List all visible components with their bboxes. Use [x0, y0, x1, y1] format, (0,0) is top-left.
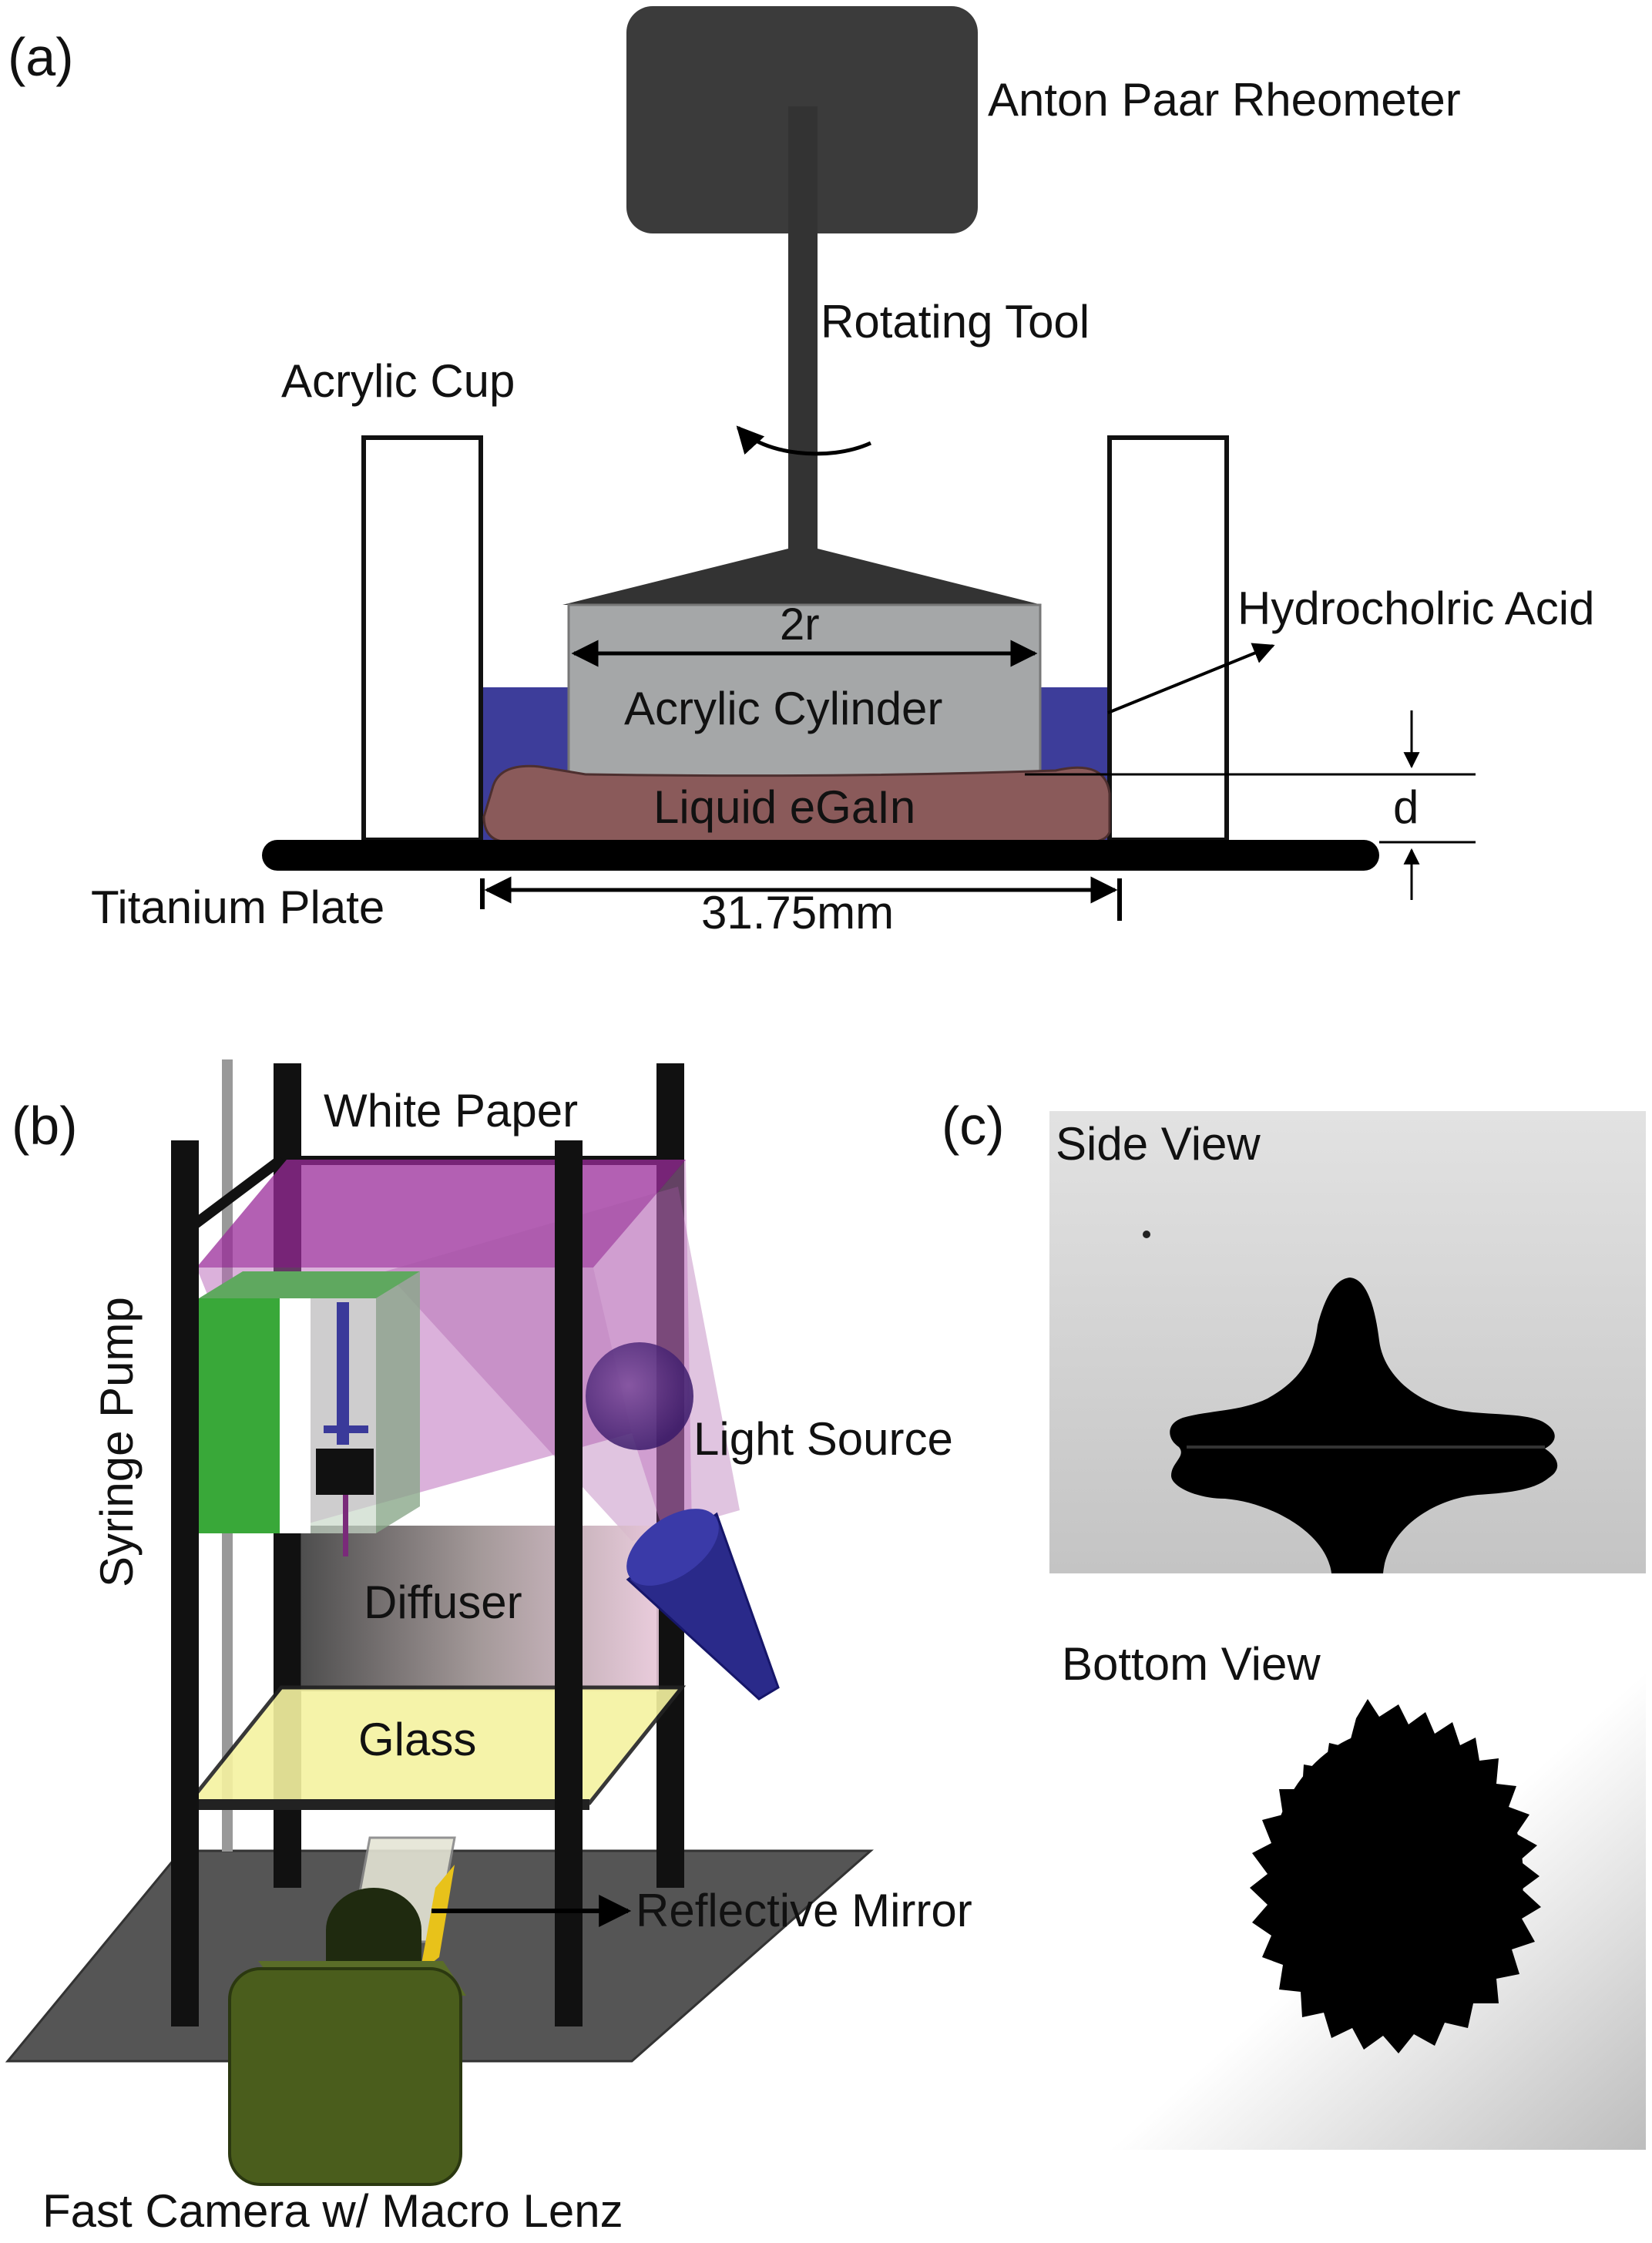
rotation-arrow-icon: [736, 425, 872, 456]
fast-camera-label: Fast Camera w/ Macro Lenz: [42, 2185, 623, 2237]
syringe-body: [337, 1302, 349, 1445]
glass-shelf-front-edge: [189, 1799, 589, 1810]
syringe-pump-block: [316, 1449, 374, 1495]
cylinder-label: Acrylic Cylinder: [624, 683, 942, 734]
panel-b: (b) White Paper Diffuser Glass: [5, 1059, 972, 2237]
fast-camera-body: [228, 1967, 462, 2186]
panel-c-tag: (c): [942, 1096, 1005, 1156]
diffuser-label: Diffuser: [364, 1576, 522, 1628]
panel-c: (c) Side View Bottom View: [942, 1096, 1646, 2150]
syringe-pump-front-green: [199, 1298, 280, 1533]
acrylic-cup-label: Acrylic Cup: [281, 355, 515, 407]
side-view-droplet: [1170, 1278, 1558, 1573]
titanium-plate-label: Titanium Plate: [91, 881, 384, 933]
front-post-left: [171, 1140, 199, 2026]
panel-a: (a) Anton Paar Rheometer Rotating Tool A…: [8, 6, 1595, 939]
gap-label: d: [1393, 781, 1419, 833]
cup-left-wall: [361, 435, 483, 842]
syringe-pump-label: Syringe Pump: [91, 1297, 143, 1587]
syringe-pump-side: [376, 1271, 420, 1533]
bottom-view-label: Bottom View: [1062, 1638, 1321, 1690]
reflective-mirror-edge: [420, 1865, 455, 1973]
white-paper-label: White Paper: [324, 1085, 578, 1137]
light-source-cone-mouth: [626, 1509, 719, 1586]
width-label: 31.75mm: [701, 887, 894, 939]
bottom-view-droplet-core: [1269, 1728, 1523, 2029]
radius-label: 2r: [780, 599, 820, 650]
acrylic-cylinder: [567, 603, 1042, 777]
glass-label: Glass: [358, 1714, 476, 1765]
syringe-needle: [343, 1495, 348, 1556]
acid-label: Hydrocholric Acid: [1237, 583, 1595, 634]
syringe-pump-front-white: [280, 1298, 311, 1533]
syringe-plunger: [324, 1425, 368, 1433]
panel-a-tag: (a): [8, 27, 74, 87]
side-view-label: Side View: [1056, 1118, 1261, 1170]
egain-label: Liquid eGaIn: [653, 781, 915, 833]
light-source-sphere: [586, 1342, 693, 1450]
rheometer-label: Anton Paar Rheometer: [988, 74, 1461, 126]
side-view-speck: [1143, 1231, 1150, 1238]
reflective-mirror-label: Reflective Mirror: [636, 1885, 972, 1936]
frame-side-bar: [185, 1156, 287, 1231]
syringe-pump-top: [199, 1271, 420, 1298]
panel-b-tag: (b): [12, 1096, 78, 1156]
front-post-right: [555, 1140, 583, 2026]
titanium-plate: [262, 840, 1379, 871]
rotating-shaft: [788, 106, 818, 555]
rotating-tool-label: Rotating Tool: [821, 296, 1090, 348]
cup-right-wall: [1107, 435, 1229, 842]
tool-cone: [562, 549, 1042, 605]
light-source-label: Light Source: [693, 1413, 953, 1465]
back-post-right: [656, 1063, 684, 1888]
acid-arrow: [1107, 643, 1275, 714]
